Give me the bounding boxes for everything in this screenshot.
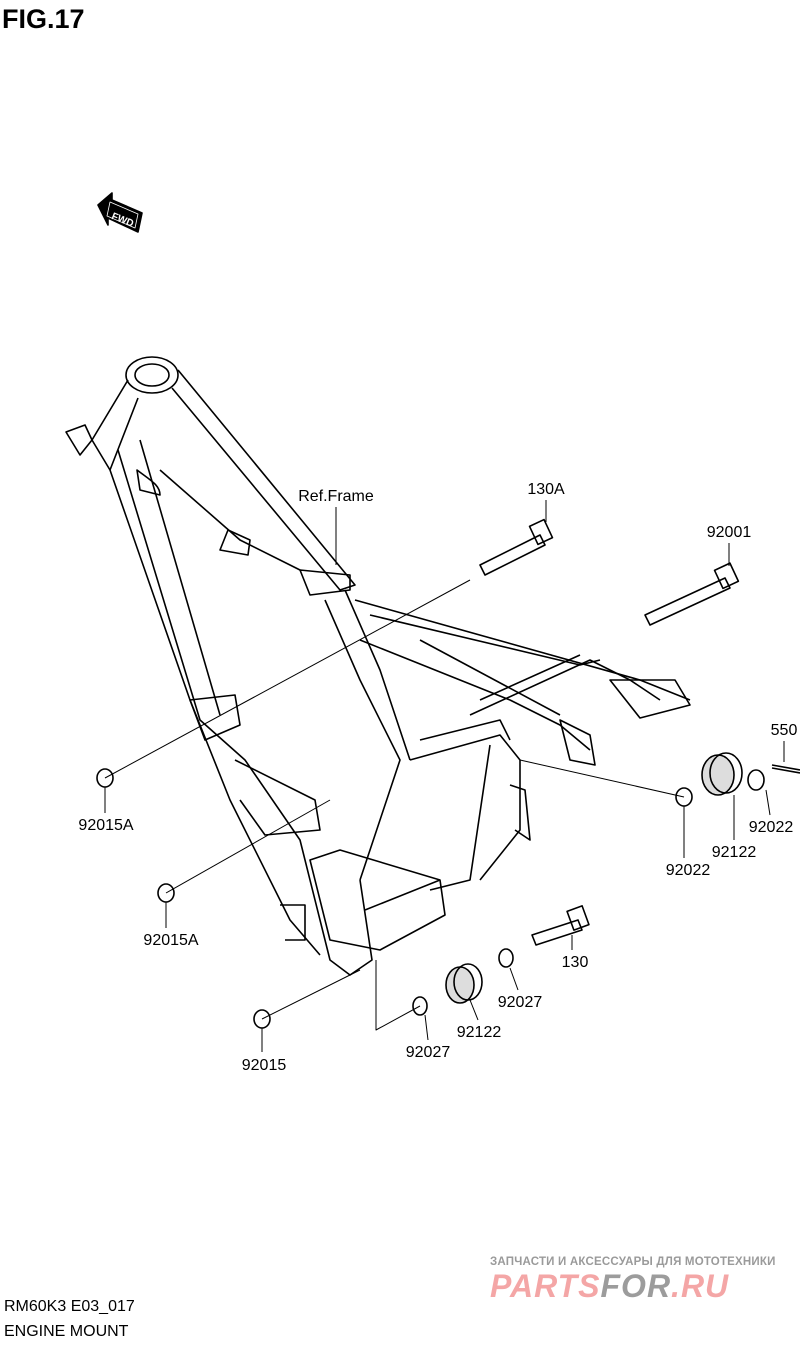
label-92015A-lower: 92015A <box>143 932 199 949</box>
label-92001: 92001 <box>706 524 752 541</box>
label-92015A-upper: 92015A <box>78 817 134 834</box>
label-550: 550 <box>770 722 798 739</box>
label-92027-right: 92027 <box>497 994 543 1011</box>
bolt-92001 <box>644 562 740 626</box>
footer-title: ENGINE MOUNT <box>4 1323 129 1340</box>
label-92022-right: 92022 <box>748 819 794 836</box>
label-130A: 130A <box>527 481 565 498</box>
watermark-logo: PARTSFOR.RU <box>490 1268 730 1304</box>
figure-title: FIG.17 <box>2 4 85 34</box>
label-ref-frame: Ref.Frame <box>298 488 374 505</box>
nuts-and-bushings <box>96 752 800 1029</box>
fwd-arrow-icon: FWD <box>97 192 143 233</box>
label-92022-left: 92022 <box>665 862 711 879</box>
motorcycle-frame <box>65 356 691 976</box>
label-92027-lower: 92027 <box>405 1044 451 1061</box>
watermark-tagline: ЗАПЧАСТИ И АКСЕССУАРЫ ДЛЯ МОТОТЕХНИКИ <box>490 1256 776 1268</box>
leader-lines <box>104 500 785 1052</box>
bolt-130A <box>479 518 554 576</box>
footer-code: RM60K3 E03_017 <box>4 1298 135 1315</box>
label-92015: 92015 <box>241 1057 287 1074</box>
label-92122-lower: 92122 <box>456 1024 502 1041</box>
label-130: 130 <box>561 954 589 971</box>
label-92122-right: 92122 <box>711 844 757 861</box>
bolt-130 <box>531 905 590 946</box>
